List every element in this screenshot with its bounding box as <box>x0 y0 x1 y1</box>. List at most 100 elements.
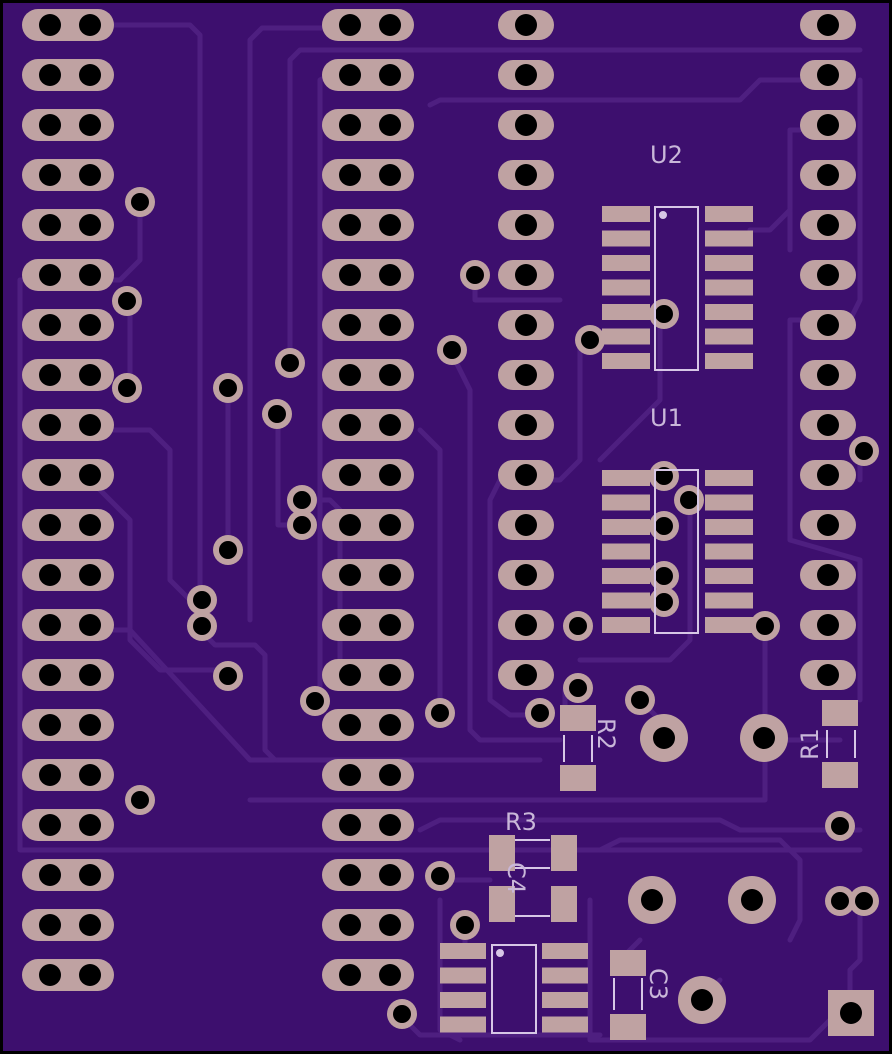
header-mid-pin-hole <box>379 14 401 36</box>
header-mid-pin <box>322 859 414 891</box>
header-left-pin <box>22 459 114 491</box>
header-mid-pin-hole <box>379 614 401 636</box>
header-left-pin-hole <box>39 414 61 436</box>
header-mid-pin <box>322 559 414 591</box>
header-left-pin-hole <box>79 114 101 136</box>
header-mid-pin-hole <box>339 364 361 386</box>
header-col3-pin-hole <box>515 114 537 136</box>
u2-pad <box>602 255 650 271</box>
header-mid-pin <box>322 709 414 741</box>
header-mid-pin <box>322 259 414 291</box>
header-mid-pin-hole <box>379 514 401 536</box>
via-hole <box>831 817 849 835</box>
u3-pad <box>440 943 486 959</box>
header-mid-pin-hole <box>339 814 361 836</box>
u2-pad <box>602 279 650 296</box>
via-hole <box>431 867 449 885</box>
header-mid-pin-hole <box>379 414 401 436</box>
header-left-pin-hole <box>39 914 61 936</box>
header-mid-pin-hole <box>379 264 401 286</box>
header-col4-pin <box>800 460 856 490</box>
via-hole <box>466 266 484 284</box>
header-left-pin-hole <box>39 364 61 386</box>
component-hole <box>641 889 663 911</box>
label-u1: U1 <box>650 404 683 432</box>
vias <box>112 187 879 1029</box>
u1-pad <box>705 470 753 486</box>
header-mid-pin-hole <box>379 214 401 236</box>
via-hole <box>655 467 673 485</box>
header-col3-pin <box>498 110 554 140</box>
label-r3: R3 <box>505 808 537 836</box>
header-mid-pin <box>322 209 414 241</box>
header-mid-pin-hole <box>379 914 401 936</box>
u3-pad <box>542 992 588 1008</box>
header-left-pin-hole <box>39 664 61 686</box>
header-left-pin-hole <box>79 764 101 786</box>
header-left-pin <box>22 909 114 941</box>
header-col3-pin <box>498 510 554 540</box>
header-left-pin-hole <box>39 214 61 236</box>
header-col4-pin <box>800 510 856 540</box>
header-mid-pin <box>322 309 414 341</box>
via-hole <box>219 541 237 559</box>
u2-pad <box>705 304 753 320</box>
header-mid-pin-hole <box>339 614 361 636</box>
header-mid-pin-hole <box>339 764 361 786</box>
header-mid-pin-hole <box>339 414 361 436</box>
header-col4-pin-hole <box>817 514 839 536</box>
header-mid-pin-hole <box>339 314 361 336</box>
u1-outline <box>654 469 699 634</box>
component-hole <box>741 889 763 911</box>
header-col4-pin <box>800 360 856 390</box>
label-c3: C3 <box>644 968 672 1000</box>
header-col4-pin-hole <box>817 414 839 436</box>
passive-pad <box>551 886 577 922</box>
header-mid-pin-hole <box>379 764 401 786</box>
via-hole <box>193 591 211 609</box>
header-col3-pin <box>498 210 554 240</box>
component-hole <box>691 989 713 1011</box>
u1-pad <box>602 568 650 584</box>
header-col4-pin-hole <box>817 64 839 86</box>
header-mid-pin <box>322 459 414 491</box>
header-left-pin-hole <box>39 864 61 886</box>
header-col3-pin <box>498 610 554 640</box>
header-mid-pin-hole <box>379 464 401 486</box>
component-hole <box>653 727 675 749</box>
via-hole <box>655 593 673 611</box>
header-col4-pin <box>800 410 856 440</box>
header-left-pin <box>22 659 114 691</box>
header-left-pin <box>22 209 114 241</box>
header-col3-pin-hole <box>515 614 537 636</box>
header-left-pin-hole <box>79 514 101 536</box>
header-col4-pin-hole <box>817 314 839 336</box>
u3-pad <box>440 992 486 1008</box>
via-hole <box>281 354 299 372</box>
header-col3-pin-hole <box>515 264 537 286</box>
header-col3-pin <box>498 410 554 440</box>
header-left-pin <box>22 609 114 641</box>
u2-pad <box>705 353 753 369</box>
header-mid-pin-hole <box>339 214 361 236</box>
header-col3-pin-hole <box>515 564 537 586</box>
header-left-pin-hole <box>39 714 61 736</box>
via-hole <box>219 379 237 397</box>
header-left-pin <box>22 959 114 991</box>
via-hole <box>569 617 587 635</box>
u2-pad <box>705 328 753 345</box>
header-col3-pin <box>498 10 554 40</box>
u2-pad <box>602 304 650 320</box>
header-left-pin-hole <box>39 764 61 786</box>
header-col4-pin-hole <box>817 164 839 186</box>
via-hole <box>655 517 673 535</box>
header-left-pin-hole <box>39 614 61 636</box>
via-hole <box>293 516 311 534</box>
header-left-pin <box>22 809 114 841</box>
smd-pads <box>440 206 858 1040</box>
header-col4-pin-hole <box>817 664 839 686</box>
u3-pin1-dot <box>496 949 504 957</box>
via-hole <box>631 691 649 709</box>
u3-pad <box>542 943 588 959</box>
header-col3-pin-hole <box>515 64 537 86</box>
